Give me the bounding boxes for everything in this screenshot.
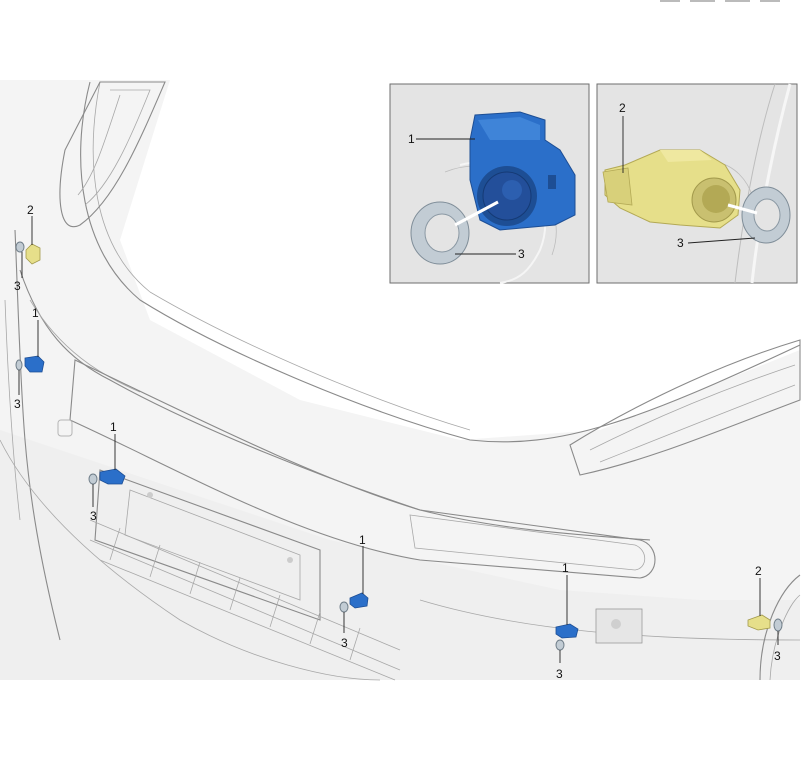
sensor-2-right: 2 3 — [747, 564, 783, 663]
callout-inset-left-sensor: 1 — [408, 132, 415, 146]
callout-main-3e: 3 — [556, 667, 563, 681]
callout-main-1a: 1 — [32, 306, 39, 320]
callout-main-3a: 3 — [14, 279, 21, 293]
callout-main-3f: 3 — [774, 649, 781, 663]
callout-inset-left-ring: 3 — [518, 247, 525, 261]
callout-main-1d: 1 — [562, 561, 569, 575]
callout-main-1c: 1 — [359, 533, 366, 547]
callout-main-3b: 3 — [14, 397, 21, 411]
callout-main-1b: 1 — [110, 420, 117, 434]
inset-panel-right: 2 3 — [596, 83, 798, 284]
sensor-ring-icon — [410, 201, 470, 265]
sensor-1-left: 1 3 — [14, 306, 45, 411]
sensor-1-center: 1 3 — [339, 533, 369, 650]
sensor-1-right: 1 3 — [555, 561, 579, 681]
sensor-1-center-left: 1 3 — [88, 420, 126, 523]
sensor-ring-icon — [741, 186, 791, 244]
callout-main-3c: 3 — [90, 509, 97, 523]
callout-main-3d: 3 — [341, 636, 348, 650]
callout-main-2b: 2 — [755, 564, 762, 578]
car-front-bumper — [0, 80, 801, 681]
parking-sensor-blue-icon — [469, 111, 576, 231]
callout-inset-right-sensor: 2 — [619, 101, 626, 115]
inset-panel-left: 1 3 — [389, 83, 590, 284]
callout-inset-right-ring: 3 — [677, 236, 684, 250]
callout-main-2a: 2 — [27, 203, 34, 217]
parking-sensor-yellow-icon — [602, 149, 741, 229]
sensor-2-left: 2 3 — [14, 203, 41, 293]
